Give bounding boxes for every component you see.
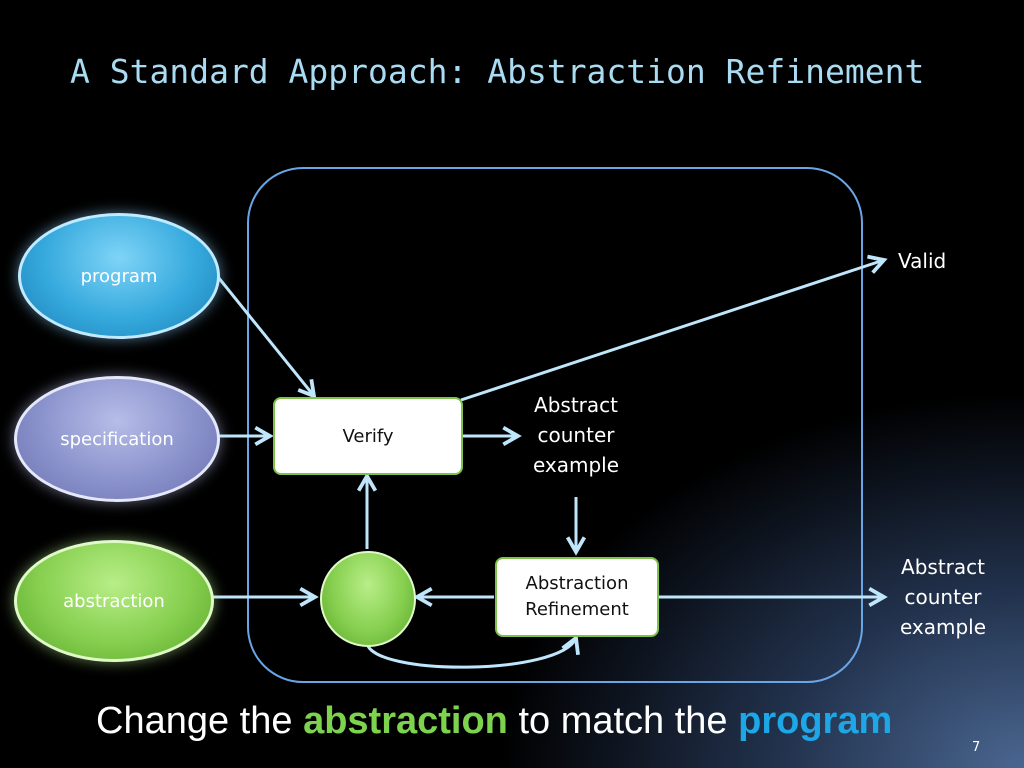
ace1-line1: Abstract — [534, 393, 618, 417]
abstraction-node: abstraction — [14, 540, 214, 662]
ace1-line3: example — [532, 453, 620, 477]
program-node: program — [18, 213, 220, 339]
footer-highlight-program: program — [738, 700, 893, 742]
valid-label: Valid — [898, 249, 947, 273]
refinement-label-line2: Refinement — [525, 599, 629, 620]
abstract-counterexample-output-label: Abstract counter example — [893, 552, 993, 642]
ace2-line2: counter — [904, 585, 982, 609]
abstract-counterexample-label: Abstract counter example — [526, 390, 626, 480]
footer-part2: to match the — [507, 700, 739, 742]
page-number: 7 — [972, 740, 981, 755]
frame-box — [247, 167, 863, 683]
footer-part1: Change the — [96, 700, 304, 742]
edge-program-verify — [212, 271, 317, 399]
footer-caption: Change the abstraction to match the prog… — [96, 700, 892, 743]
verify-box: Verify — [273, 397, 463, 475]
refinement-label-line1: Abstraction — [525, 573, 629, 594]
ace2-line1: Abstract — [901, 555, 985, 579]
combine-node — [320, 551, 416, 647]
footer-highlight-abstraction: abstraction — [303, 700, 508, 742]
ace1-line2: counter — [537, 423, 615, 447]
edge-circle-refine-loop — [365, 634, 580, 669]
abstraction-refinement-box: Abstraction Refinement — [495, 557, 659, 637]
ace2-line3: example — [899, 615, 987, 639]
specification-node: specification — [14, 376, 220, 502]
edge-verify-valid — [460, 254, 888, 402]
slide-title: A Standard Approach: Abstraction Refinem… — [70, 52, 925, 91]
